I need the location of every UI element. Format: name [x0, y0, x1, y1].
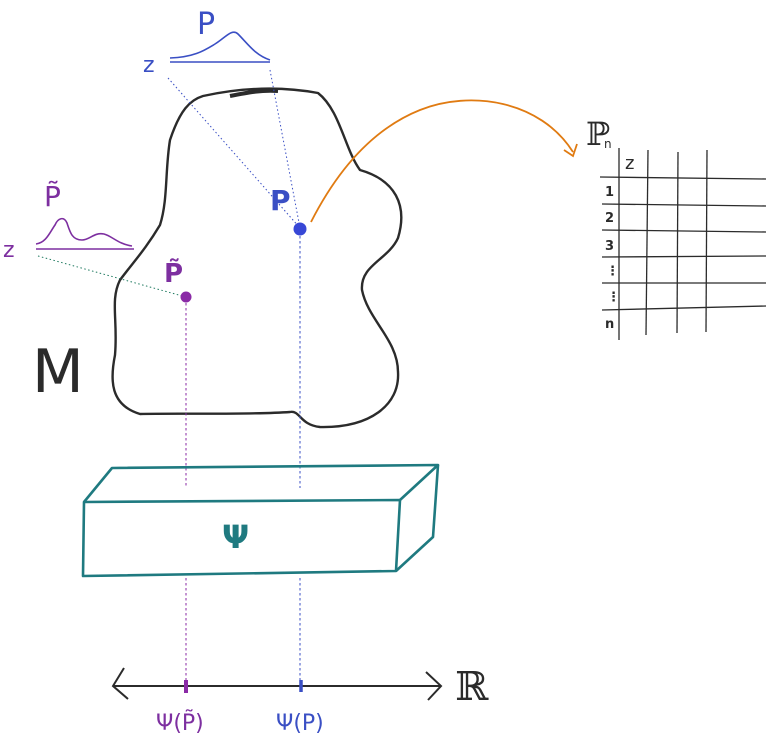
p-guide-line-right: [269, 69, 301, 229]
table-row-label: ⋮: [606, 264, 619, 279]
orange-arrow: [310, 99, 574, 223]
psi-p-tilde-label: Ψ(P̃): [156, 710, 204, 736]
manifold-label: M: [32, 337, 84, 407]
psi-box-label: Ψ: [222, 518, 249, 556]
table-label: ℙ: [586, 115, 610, 153]
point-p-tilde[interactable]: [180, 291, 192, 303]
table-row-label: ⋮: [607, 290, 620, 305]
table-grid-horizontal: [601, 203, 767, 207]
real-line-left-arrow: [111, 667, 129, 700]
distribution-p-tilde-axis-label: z: [3, 238, 15, 263]
distribution-p-label: P: [197, 7, 215, 42]
distribution-p-axis-label: z: [143, 53, 155, 78]
psi-box-top: [82, 463, 440, 503]
table-row-label: 2: [605, 211, 614, 226]
table-row-label: n: [605, 317, 614, 332]
table-row-label: 3: [605, 239, 614, 254]
point-p[interactable]: [293, 222, 307, 236]
real-line: ℝ Ψ(P̃) Ψ(P): [111, 664, 489, 736]
psi-box: Ψ: [81, 463, 440, 578]
distribution-p-tilde-label: P̃: [44, 180, 61, 213]
table-column-header: z: [625, 153, 634, 174]
table-grid-horizontal: [601, 229, 767, 233]
table-grid-vertical: [676, 151, 679, 334]
distribution-p-curve: [169, 31, 271, 61]
data-table: ℙ n z 1 2 3 ⋮ ⋮ n: [586, 115, 767, 340]
psi-p-label: Ψ(P): [276, 711, 324, 736]
point-p-tilde-label: P̃: [164, 257, 183, 289]
distribution-p: P z: [143, 7, 271, 78]
distribution-p-tilde: P̃ z: [3, 180, 134, 263]
p-guide-line-left: [167, 77, 301, 229]
table-row-label: 1: [605, 185, 614, 200]
manifold-outline: [111, 87, 403, 429]
table-label-subscript: n: [604, 137, 612, 151]
table-grid-horizontal: [601, 255, 767, 258]
p-tilde-guide-line: [37, 255, 187, 298]
table-grid-vertical: [645, 149, 649, 336]
real-line-right-arrow: [425, 671, 443, 701]
psi-box-side: [395, 464, 440, 572]
real-line-label: ℝ: [455, 664, 489, 710]
table-grid-vertical: [705, 149, 708, 333]
table-grid-horizontal: [599, 176, 767, 180]
point-p-label: P: [270, 184, 291, 217]
orange-arrowhead: [563, 143, 578, 158]
table-grid-horizontal: [601, 305, 767, 311]
distribution-p-tilde-curve: [35, 217, 133, 247]
